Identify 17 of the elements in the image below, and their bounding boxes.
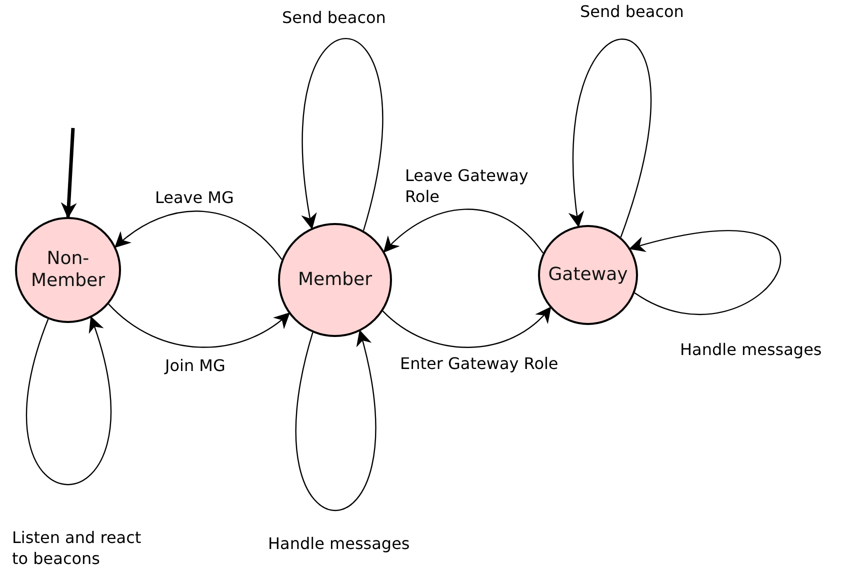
arrow — [383, 208, 544, 254]
arrow — [628, 230, 781, 315]
arrow — [569, 39, 652, 238]
arrow — [382, 306, 552, 348]
edge-label: Handle messages — [680, 340, 822, 361]
edge-label: Enter Gateway Role — [400, 354, 558, 375]
arrow — [26, 316, 112, 485]
arrow — [295, 330, 376, 511]
arrow — [108, 304, 290, 348]
state-name: Gateway — [547, 264, 629, 286]
arrow — [60, 128, 77, 219]
arrow — [114, 210, 282, 260]
state-name: Non-Member — [30, 248, 106, 292]
edge-label: Handle messages — [268, 534, 410, 555]
state-name: Member — [296, 268, 374, 292]
arrow — [302, 38, 384, 231]
edge-label: Join MG — [165, 356, 226, 377]
